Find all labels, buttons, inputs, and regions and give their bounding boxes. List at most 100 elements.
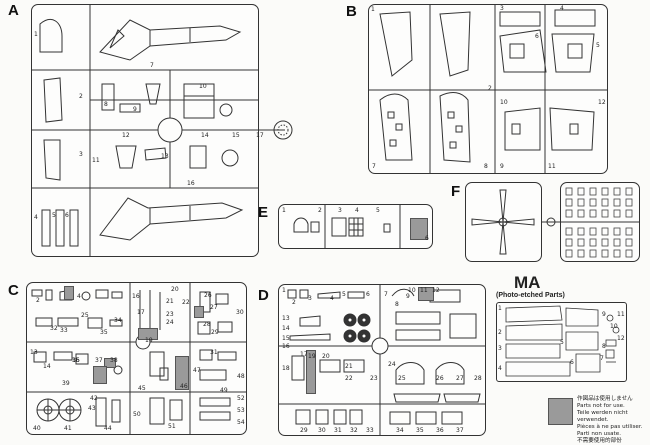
unused-part-C: [64, 286, 74, 300]
part-number: 32: [350, 427, 358, 434]
part-number: 37: [456, 427, 464, 434]
part-number: 24: [166, 319, 174, 326]
small-part: [589, 238, 597, 247]
part-number: 10: [408, 287, 416, 294]
part-number: 14: [282, 325, 290, 332]
part-number: 5: [376, 207, 380, 214]
part-number: 2: [498, 329, 502, 336]
part-number: 4: [77, 293, 81, 300]
small-part: [625, 227, 633, 236]
part-number: 9: [602, 311, 606, 318]
part-number: 3: [338, 207, 342, 214]
part-number: 35: [416, 427, 424, 434]
part-number: 13: [30, 349, 38, 356]
part-number: 30: [236, 309, 244, 316]
part-number: 32: [50, 325, 58, 332]
sprue-MA-subtitle: (Photo-etched Parts): [496, 292, 565, 299]
part-number: 43: [88, 405, 96, 412]
small-part: [589, 209, 597, 218]
part-number: 50: [133, 411, 141, 418]
legend-line: Teile werden nicht verwendet.: [577, 410, 628, 423]
part-number: 51: [168, 423, 176, 430]
part-number: 5: [342, 291, 346, 298]
part-number: 10: [199, 83, 207, 90]
part-number: 29: [300, 427, 308, 434]
part-number: 27: [456, 375, 464, 382]
small-part: [589, 187, 597, 196]
part-number: 1: [282, 207, 286, 214]
part-number: 49: [220, 387, 228, 394]
part-number: 2: [36, 297, 40, 304]
small-part: [589, 249, 597, 258]
small-part: [577, 227, 585, 236]
part-number: 44: [104, 425, 112, 432]
small-part: [613, 209, 621, 218]
small-part: [601, 198, 609, 207]
part-number: 48: [237, 373, 245, 380]
sprue-MA-label: MA: [514, 273, 541, 292]
unused-part-D: [306, 350, 316, 394]
part-number: 34: [396, 427, 404, 434]
part-number: 31: [210, 349, 218, 356]
small-part: [589, 198, 597, 207]
small-part: [577, 249, 585, 258]
part-number: 27: [210, 304, 218, 311]
part-number: 1: [34, 31, 38, 38]
part-number: 47: [193, 367, 201, 374]
part-number: 6: [366, 291, 370, 298]
unused-part-C: [194, 306, 204, 318]
part-number: 36: [436, 427, 444, 434]
small-part: [601, 187, 609, 196]
part-number: 54: [237, 419, 245, 426]
sprue-B-frame: [368, 4, 608, 174]
part-number: 3: [79, 151, 83, 158]
part-number: 20: [322, 353, 330, 360]
small-part: [613, 249, 621, 258]
unused-part-C: [175, 356, 189, 390]
part-number: 10: [500, 99, 508, 106]
part-number: 42: [90, 395, 98, 402]
part-number: 10: [610, 323, 618, 330]
legend-line: 作図品は使用しません: [577, 396, 633, 402]
part-number: 12: [617, 335, 625, 342]
part-number: 30: [318, 427, 326, 434]
part-number: 17: [137, 309, 145, 316]
part-number: 7: [372, 163, 376, 170]
part-number: 36: [72, 357, 80, 364]
small-part: [625, 198, 633, 207]
part-number: 4: [355, 207, 359, 214]
part-number: 53: [237, 407, 245, 414]
part-number: 3: [500, 5, 504, 12]
part-number: 16: [187, 180, 195, 187]
part-number: 34: [114, 317, 122, 324]
part-number: 5: [560, 339, 564, 346]
part-number: 45: [138, 385, 146, 392]
part-number: 14: [43, 363, 51, 370]
unused-part-C: [104, 358, 116, 368]
part-number: 15: [232, 132, 240, 139]
part-number: 17: [300, 351, 308, 358]
small-part: [601, 227, 609, 236]
part-number: 11: [92, 157, 100, 164]
legend-line: Parti non usate.: [577, 431, 621, 437]
part-number: 25: [398, 375, 406, 382]
sprue-E-frame: [278, 204, 433, 249]
sprue-E-label: E: [258, 204, 269, 221]
part-number: 24: [388, 361, 396, 368]
part-number: 16: [282, 343, 290, 350]
part-number: 14: [201, 132, 209, 139]
part-number: 9: [406, 293, 410, 300]
unused-part-C: [93, 366, 107, 384]
sprue-B-label: B: [346, 3, 357, 20]
small-part: [613, 227, 621, 236]
part-number: 19: [308, 353, 316, 360]
part-number: 9: [133, 106, 137, 113]
unused-part-C: [138, 328, 158, 340]
small-part: [589, 227, 597, 236]
small-part: [565, 238, 573, 247]
part-number: 5: [596, 42, 600, 49]
part-number: 6: [65, 212, 69, 219]
